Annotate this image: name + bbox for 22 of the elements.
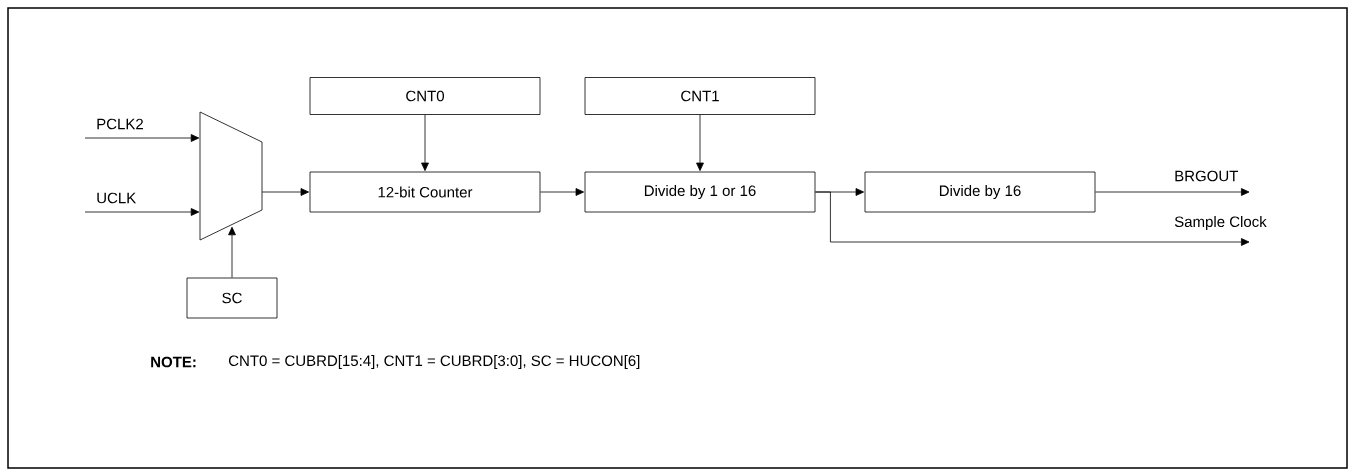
arrow bbox=[540, 188, 584, 196]
block-box: 12-bit Counter bbox=[309, 171, 541, 213]
signal-label: PCLK2 bbox=[97, 118, 143, 130]
arrow bbox=[421, 114, 429, 171]
block-box: CNT0 bbox=[309, 77, 541, 115]
note-text: NOTE: bbox=[151, 356, 196, 368]
block-box: SC bbox=[186, 277, 278, 319]
block-box: Divide by 1 or 16 bbox=[584, 171, 816, 213]
arrow bbox=[815, 191, 1250, 246]
arrow bbox=[228, 226, 236, 278]
arrow bbox=[84, 134, 200, 142]
block-box: Divide by 16 bbox=[864, 171, 1096, 213]
note-text: CNT0 = CUBRD[15:4], CNT1 = CUBRD[3:0], SC = HUCON[6] bbox=[228, 355, 640, 369]
signal-label: Sample Clock bbox=[1174, 216, 1267, 230]
block-box: CNT1 bbox=[584, 77, 816, 115]
arrow bbox=[696, 114, 704, 171]
arrow bbox=[1095, 188, 1250, 196]
signal-label: BRGOUT bbox=[1175, 170, 1239, 182]
signal-label: UCLK bbox=[97, 192, 137, 204]
multiplexer-symbol bbox=[199, 111, 263, 241]
arrow bbox=[261, 188, 309, 196]
arrow bbox=[84, 208, 200, 216]
